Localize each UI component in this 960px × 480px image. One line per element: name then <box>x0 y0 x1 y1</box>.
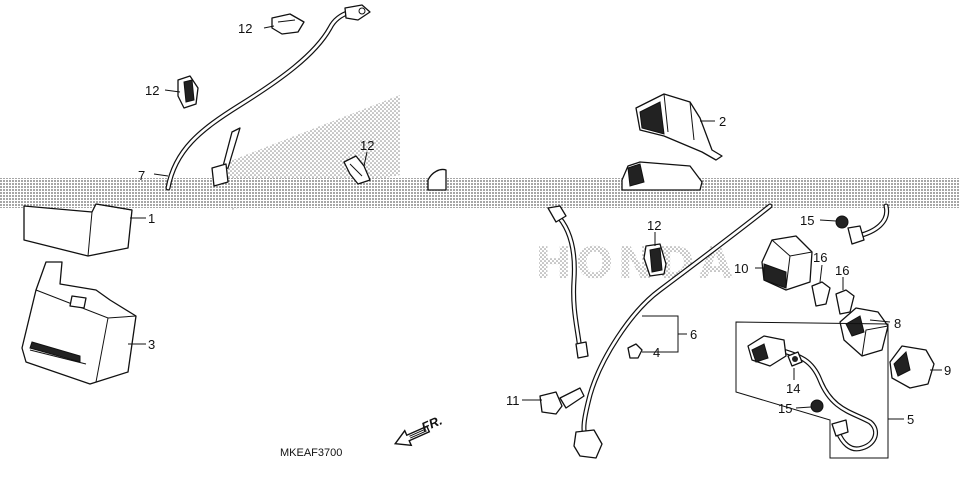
watermark-text: HONDA <box>535 238 737 289</box>
battery-cable-7 <box>165 4 371 191</box>
callout-16a: 16 <box>813 250 827 265</box>
callout-1: 1 <box>148 211 155 226</box>
callout-15-top: 15 <box>800 213 814 228</box>
leader-lines <box>128 25 942 420</box>
battery-box-top <box>427 161 703 191</box>
callout-14: 14 <box>786 381 800 396</box>
cable-tie <box>211 127 241 187</box>
cable-terminal <box>344 4 371 21</box>
callout-12-right: 12 <box>647 218 661 233</box>
callout-15-bottom: 15 <box>778 401 792 416</box>
clip-12-top <box>271 13 305 35</box>
callout-3: 3 <box>148 337 155 352</box>
drawing-code: MKEAF3700 <box>280 447 342 459</box>
nut-4 <box>627 343 643 359</box>
clip-12-center <box>343 155 371 185</box>
bolt-14 <box>787 351 803 367</box>
battery-1 <box>23 203 133 257</box>
front-arrow-icon <box>393 425 431 447</box>
callout-10: 10 <box>734 261 748 276</box>
starter-relay-8 <box>839 307 889 357</box>
fuse-box-10 <box>761 235 813 291</box>
watermark-band <box>0 178 960 208</box>
callout-12-top: 12 <box>238 21 252 36</box>
front-direction-label: FR. <box>419 413 444 435</box>
bolt-15-top <box>835 215 849 229</box>
fuse-16a <box>811 281 831 307</box>
front-direction-indicator: FR. <box>393 413 444 447</box>
ground-cable <box>847 203 890 245</box>
callout-7: 7 <box>138 168 145 183</box>
callout-8: 8 <box>894 316 901 331</box>
starter-cable-5 <box>735 321 889 459</box>
battery-bracket-2 <box>635 93 723 161</box>
harness-6 <box>547 203 773 459</box>
callout-numbers: 12 12 7 12 2 1 3 12 6 4 11 10 16 16 15 8… <box>138 21 951 427</box>
clip-12-right <box>643 243 667 277</box>
callout-5: 5 <box>907 412 914 427</box>
relay-cover-9 <box>889 345 935 389</box>
callout-9: 9 <box>944 363 951 378</box>
connector-11 <box>539 387 585 415</box>
callout-11: 11 <box>506 393 520 408</box>
battery-tray-3 <box>21 261 137 385</box>
callout-2: 2 <box>719 114 726 129</box>
callout-6: 6 <box>690 327 697 342</box>
bolt-15-bottom <box>810 399 824 413</box>
fuse-16b <box>835 289 855 315</box>
callout-12-left: 12 <box>145 83 159 98</box>
clip-12-left <box>177 75 199 109</box>
callout-16b: 16 <box>835 263 849 278</box>
cable-assembly-outline <box>735 321 889 459</box>
callout-12-center: 12 <box>360 138 374 153</box>
callout-4: 4 <box>653 345 660 360</box>
